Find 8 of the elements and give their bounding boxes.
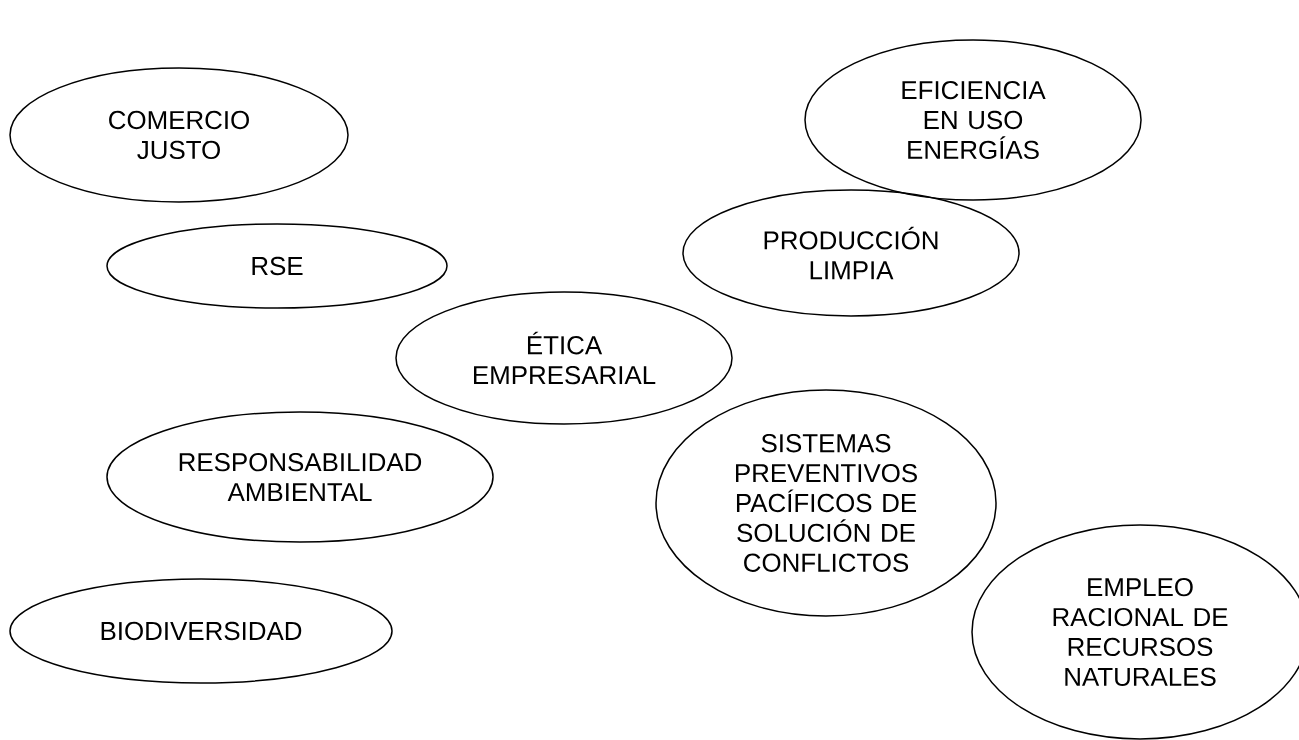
- ellipse-node: RSE: [106, 223, 448, 309]
- ellipse-node: ÉTICA EMPRESARIAL: [395, 291, 733, 425]
- ellipse-node: RESPONSABILIDAD AMBIENTAL: [106, 411, 494, 543]
- ellipse-node: COMERCIO JUSTO: [9, 67, 349, 203]
- ellipse-node: BIODIVERSIDAD: [9, 578, 393, 684]
- ellipse-node: SISTEMAS PREVENTIVOS PACÍFICOS DE SOLUCIÓN DE CONFLICTOS: [655, 389, 997, 617]
- ellipse-node: PRODUCCIÓN LIMPIA: [682, 189, 1020, 317]
- ellipse-node: EFICIENCIA EN USO ENERGÍAS: [804, 39, 1142, 201]
